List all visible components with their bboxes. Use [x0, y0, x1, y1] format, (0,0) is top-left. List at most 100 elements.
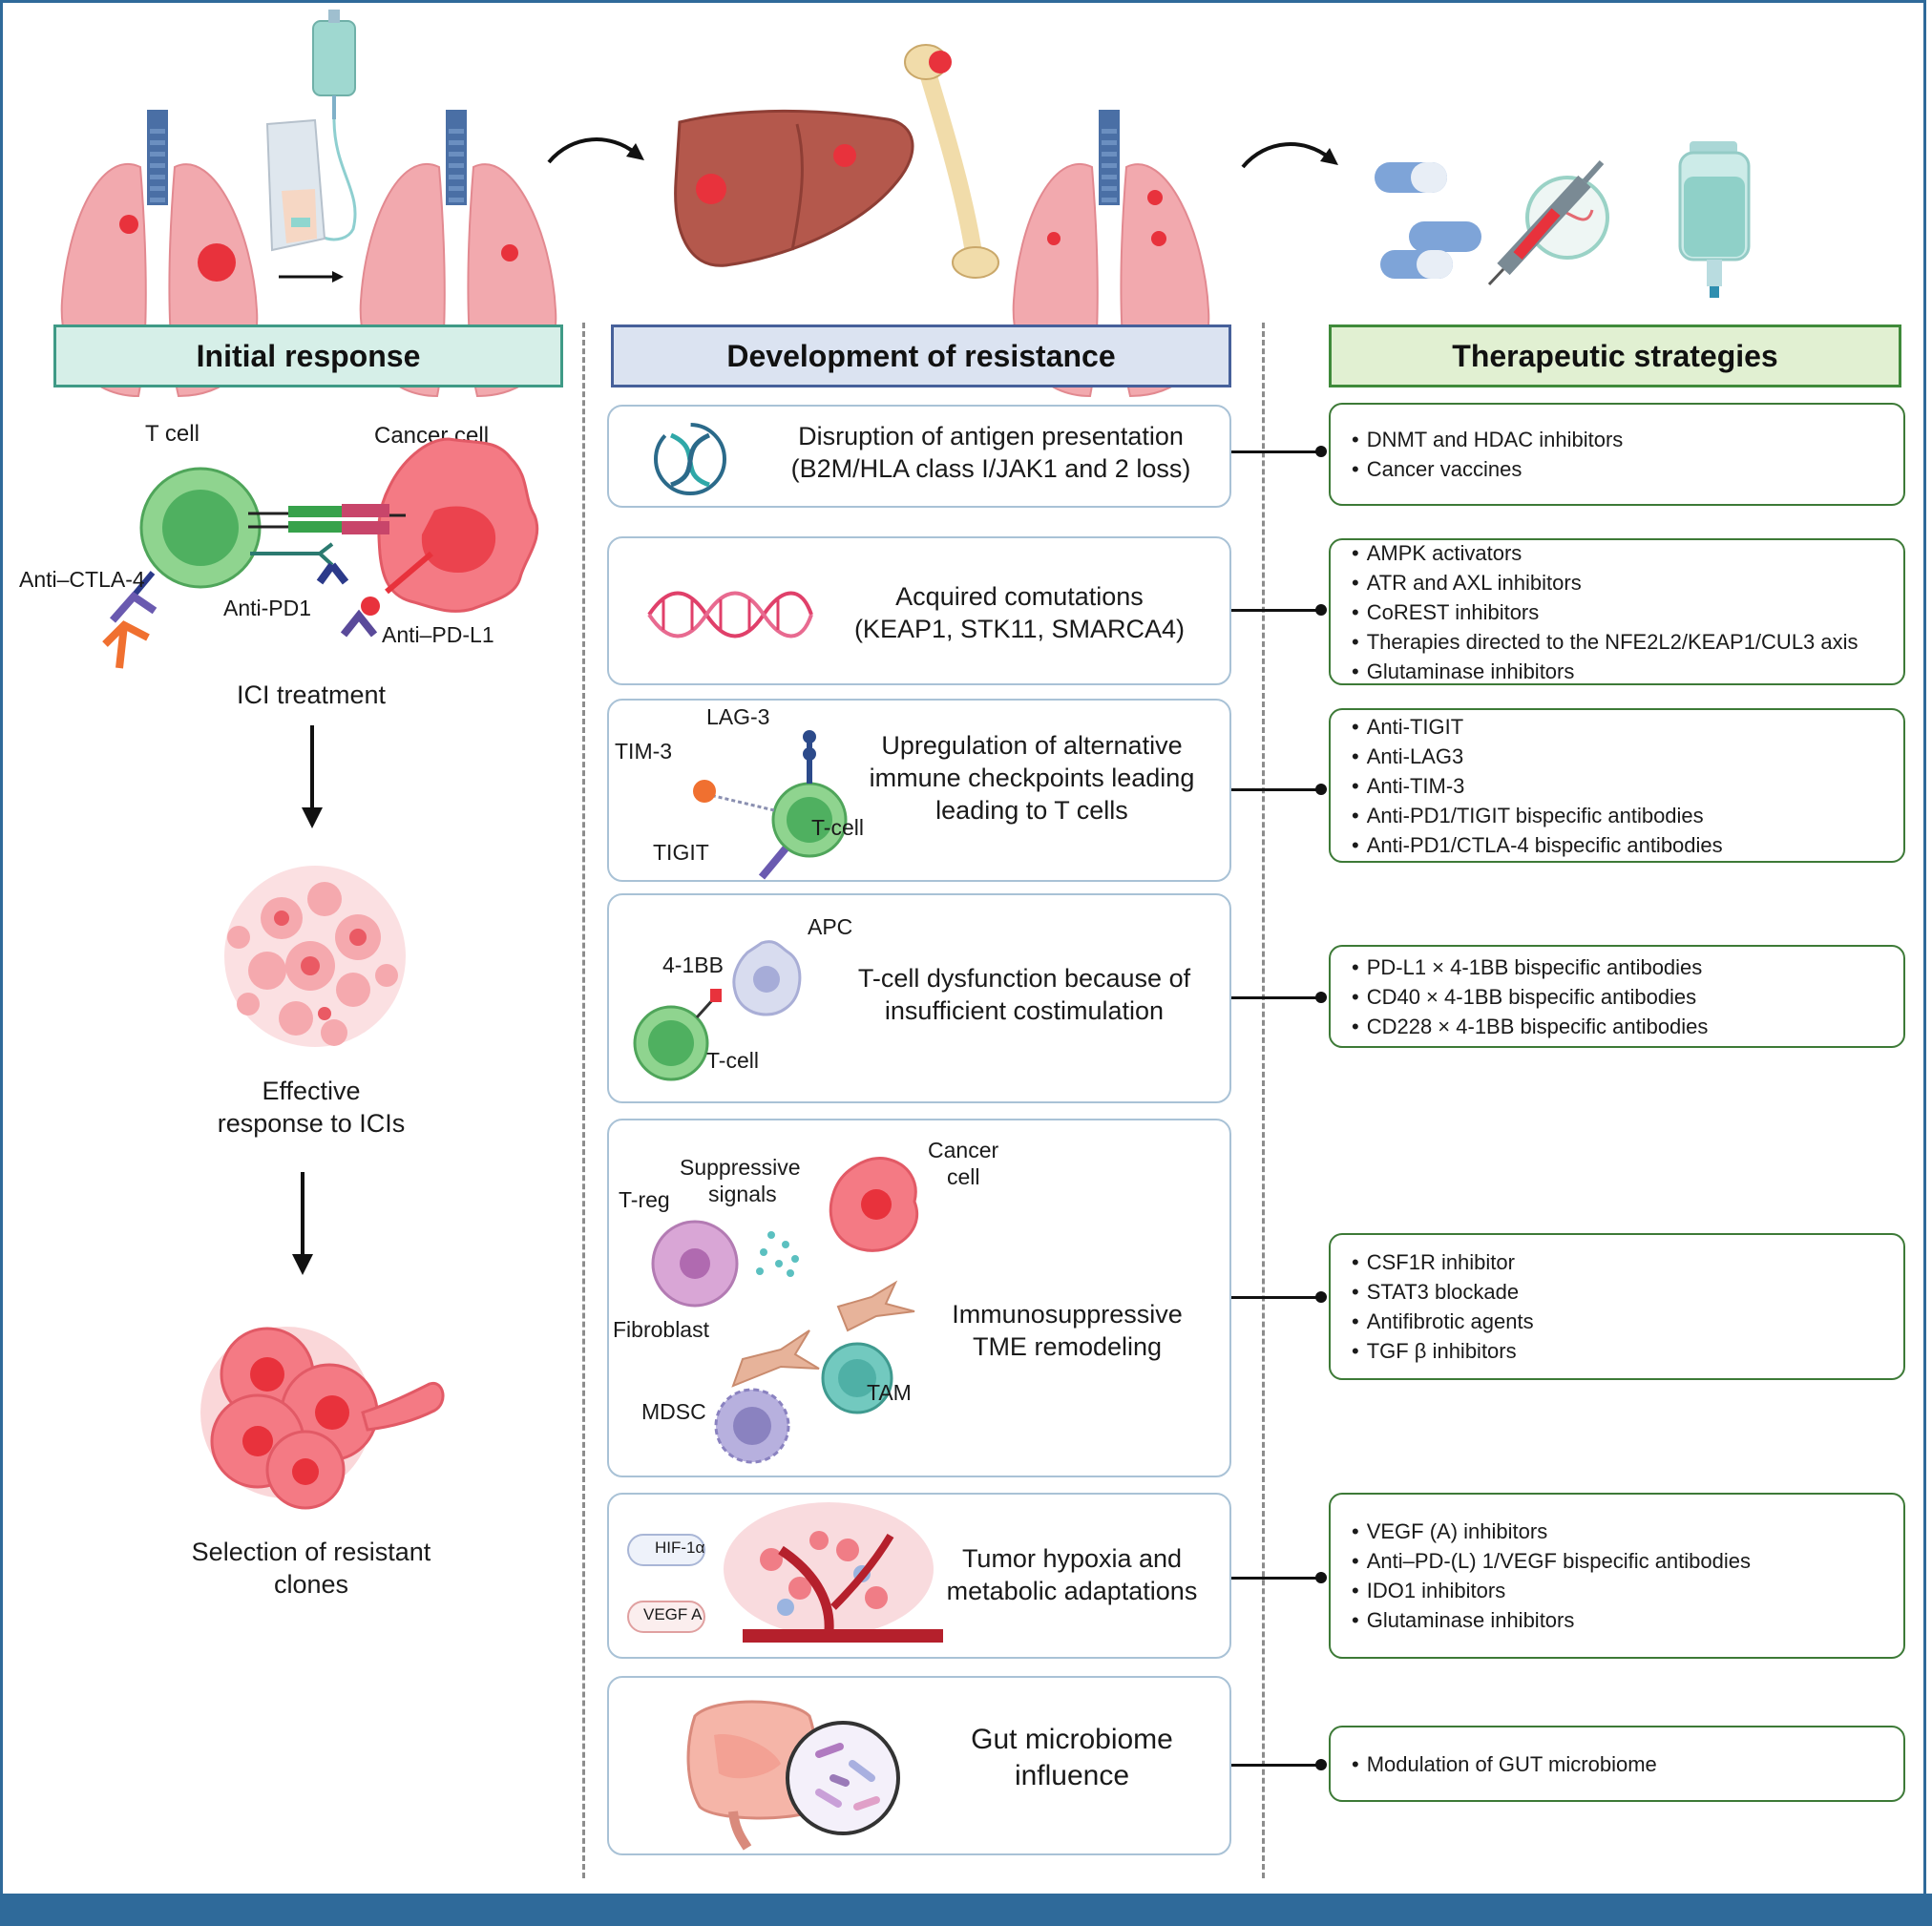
arrow-icon — [1241, 142, 1331, 169]
t-cell-checkpoints-icon — [693, 730, 848, 880]
mechanism-gut-microbiome: Gut microbiome influence — [607, 1676, 1231, 1855]
dna-circle-icon — [654, 423, 726, 495]
strategy-box-3: Anti-TIGIT Anti-LAG3 Anti-TIM-3 Anti-PD1… — [1329, 708, 1905, 863]
tigit-label: TIGIT — [653, 840, 709, 865]
strategy-box-6: VEGF (A) inhibitors Anti–PD-(L) 1/VEGF b… — [1329, 1493, 1905, 1659]
connector-5 — [1231, 1296, 1321, 1299]
strategy-box-5: CSF1R inhibitor STAT3 blockade Antifibro… — [1329, 1233, 1905, 1380]
strategy-list: PD-L1 × 4-1BB bispecific antibodies CD40… — [1331, 953, 1709, 1041]
lungs-icon — [361, 110, 556, 396]
anti-ctla4-label: Anti–CTLA-4 — [19, 567, 145, 592]
pills-icon — [1375, 162, 1481, 279]
connector-1 — [1231, 450, 1321, 453]
mechanism-text: T-cell dysfunction because of insufficie… — [857, 964, 1191, 1025]
anti-pdl1-label: Anti–PD-L1 — [382, 622, 494, 647]
liver-icon — [674, 109, 914, 267]
strategy-list: CSF1R inhibitor STAT3 blockade Antifibro… — [1331, 1247, 1534, 1366]
dna-strand-icon — [647, 591, 813, 639]
strategy-item: Therapies directed to the NFE2L2/KEAP1/C… — [1352, 627, 1858, 657]
iv-bag-icon — [1678, 141, 1751, 298]
strategy-item: IDO1 inhibitors — [1352, 1576, 1751, 1605]
resistant-clones-icon — [200, 1327, 445, 1510]
tumor-response-icon — [224, 866, 406, 1047]
connector-3 — [1231, 788, 1321, 791]
mechanism-text: Immunosuppressive TME remodeling — [952, 1300, 1183, 1361]
strategy-item: VEGF (A) inhibitors — [1352, 1517, 1751, 1546]
strategy-item: STAT3 blockade — [1352, 1277, 1534, 1307]
strategy-item: CD228 × 4-1BB bispecific antibodies — [1352, 1012, 1709, 1041]
iv-infusion-icon — [265, 10, 357, 252]
strategy-list: VEGF (A) inhibitors Anti–PD-(L) 1/VEGF b… — [1331, 1517, 1751, 1635]
mechanism-tumor-hypoxia: HIF-1α VEGF A Tumor hypoxia and metaboli… — [607, 1493, 1231, 1659]
lungs-icon — [62, 110, 258, 396]
anti-pd1-label: Anti-PD1 — [223, 596, 312, 620]
strategy-item: Anti-PD1/CTLA-4 bispecific antibodies — [1352, 830, 1723, 860]
tim3-label: TIM-3 — [615, 739, 673, 764]
fibroblast-label: Fibroblast — [613, 1317, 709, 1342]
strategy-list: Anti-TIGIT Anti-LAG3 Anti-TIM-3 Anti-PD1… — [1331, 712, 1723, 860]
mechanism-text: Disruption of antigen presentation (B2M/… — [790, 422, 1191, 483]
lag3-label: LAG-3 — [706, 704, 770, 729]
suppressive-signals-label-2: signals — [708, 1182, 777, 1206]
strategy-item: CoREST inhibitors — [1352, 597, 1858, 627]
mechanism-alternative-checkpoints: LAG-3 TIM-3 TIGIT T-cell Upregulation of… — [607, 699, 1231, 882]
strategy-item: Anti-LAG3 — [1352, 742, 1723, 771]
mechanism-acquired-comutations: Acquired comutations (KEAP1, STK11, SMAR… — [607, 536, 1231, 685]
syringe-icon — [1487, 159, 1609, 286]
strategy-item: Cancer vaccines — [1352, 454, 1623, 484]
apc-label: APC — [808, 914, 853, 939]
connector-dot-7 — [1315, 1759, 1327, 1770]
mechanism-text: Tumor hypoxia and metabolic adaptations — [946, 1544, 1198, 1605]
bottom-bar — [0, 1894, 1932, 1926]
connector-dot-6 — [1315, 1572, 1327, 1583]
ici-treatment-label: ICI treatment — [236, 680, 387, 709]
effective-response-label-2: response to ICIs — [217, 1109, 406, 1138]
connector-2 — [1231, 609, 1321, 612]
connector-7 — [1231, 1764, 1321, 1767]
cancer-cell-label-1: Cancer — [928, 1138, 999, 1162]
strategy-item: ATR and AXL inhibitors — [1352, 568, 1858, 597]
strategy-item: TGF β inhibitors — [1352, 1336, 1534, 1366]
mechanism-tme-remodeling: Suppressive signals Cancer cell T-reg Fi… — [607, 1119, 1231, 1477]
cancer-cell-label-2: cell — [947, 1164, 980, 1189]
strategy-item: Glutaminase inhibitors — [1352, 1605, 1751, 1635]
mechanism-text: Gut microbiome influence — [971, 1724, 1173, 1791]
strategy-item: Anti-TIM-3 — [1352, 771, 1723, 801]
effective-response-label-1: Effective — [262, 1077, 361, 1105]
strategy-box-2: AMPK activators ATR and AXL inhibitors C… — [1329, 538, 1905, 685]
lungs-icon — [1014, 110, 1209, 396]
strategy-box-7: Modulation of GUT microbiome — [1329, 1726, 1905, 1802]
strategy-item: CD40 × 4-1BB bispecific antibodies — [1352, 982, 1708, 1012]
column-divider-right — [1262, 323, 1265, 1878]
strategy-item: Glutaminase inhibitors — [1352, 657, 1858, 686]
strategy-item: Anti–PD-(L) 1/VEGF bispecific antibodies — [1352, 1546, 1751, 1576]
mechanism-insufficient-costimulation: APC 4-1BB T-cell T-cell dysfunction beca… — [607, 893, 1231, 1103]
strategy-item: CSF1R inhibitor — [1352, 1247, 1534, 1277]
strategy-list: AMPK activators ATR and AXL inhibitors C… — [1331, 538, 1858, 686]
t-cell-label: T-cell — [706, 1048, 759, 1073]
strategy-item: DNMT and HDAC inhibitors — [1352, 425, 1624, 454]
strategy-list: DNMT and HDAC inhibitors Cancer vaccines — [1331, 425, 1624, 484]
top-illustrations — [0, 10, 1751, 315]
strategy-list: Modulation of GUT microbiome — [1331, 1749, 1657, 1779]
header-initial-response: Initial response — [53, 324, 563, 387]
strategy-item: AMPK activators — [1352, 538, 1858, 568]
mdsc-label: MDSC — [641, 1399, 706, 1424]
strategy-box-1: DNMT and HDAC inhibitors Cancer vaccines — [1329, 403, 1905, 506]
mechanism-antigen-presentation: Disruption of antigen presentation (B2M/… — [607, 405, 1231, 508]
strategy-item: Antifibrotic agents — [1352, 1307, 1534, 1336]
vegf-a-label: VEGF A — [643, 1605, 703, 1623]
t-cell-label: T-cell — [811, 815, 864, 840]
t-cell-apc-icon — [633, 940, 802, 1081]
column-divider-left — [582, 323, 585, 1878]
connector-4 — [1231, 996, 1321, 999]
strategy-item: Modulation of GUT microbiome — [1352, 1749, 1657, 1779]
connector-dot-4 — [1315, 992, 1327, 1003]
down-arrow-icon — [302, 725, 323, 828]
strategy-item: Anti-PD1/TIGIT bispecific antibodies — [1352, 801, 1723, 830]
t-cell-label: T cell — [145, 421, 200, 447]
connector-dot-5 — [1315, 1291, 1327, 1303]
connector-dot-2 — [1315, 604, 1327, 616]
hypoxia-tumor-icon — [627, 1502, 943, 1643]
strategy-item: Anti-TIGIT — [1352, 712, 1723, 742]
